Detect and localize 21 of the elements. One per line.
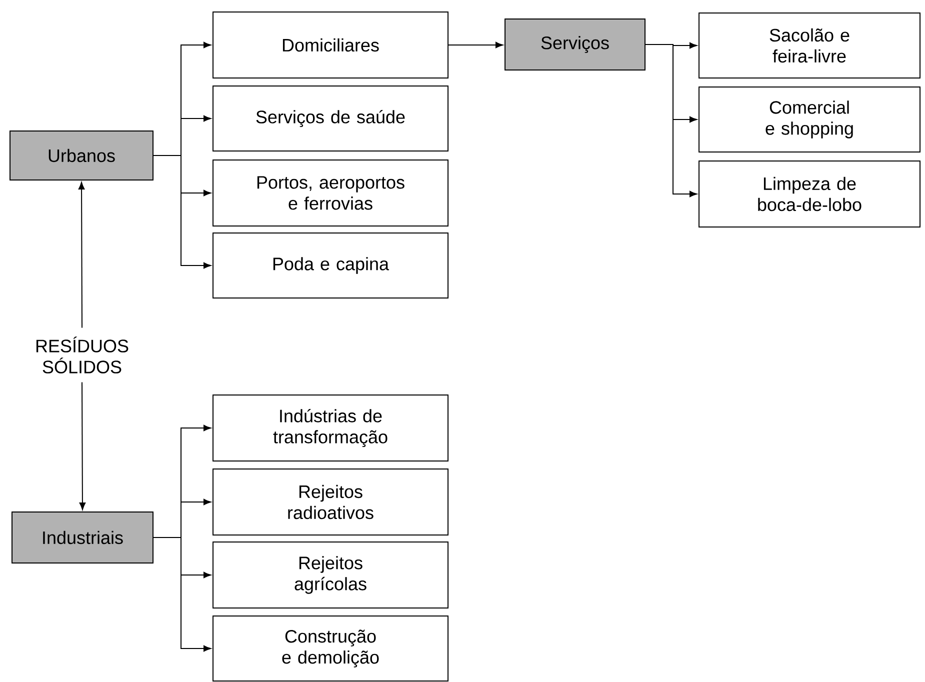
category-box: Indústrias de transformação — [212, 394, 448, 462]
category-box: Poda e capina — [212, 232, 448, 298]
category-box: Serviços de saúde — [212, 86, 448, 152]
arrow — [153, 155, 211, 269]
title-text: RESÍDUOS SÓLIDOS — [36, 336, 128, 374]
category-box: Domiciliares — [212, 12, 448, 78]
category-box: Industriais — [12, 512, 154, 564]
arrow — [448, 42, 504, 48]
category-box: Limpeza de boca-de-lobo — [698, 160, 921, 228]
category-box: Comercial e shopping — [698, 86, 921, 152]
arrow — [153, 537, 211, 652]
arrow — [78, 182, 85, 328]
arrow — [645, 44, 698, 198]
category-box: Rejeitos agrícolas — [212, 542, 448, 608]
category-box: Construção e demolição — [212, 616, 448, 682]
category-box: Portos, aeroportos e ferrovias — [212, 160, 448, 226]
category-box: Rejeitos radioativos — [212, 468, 448, 536]
category-box: Urbanos — [10, 130, 154, 180]
arrow — [79, 382, 86, 510]
category-box: Sacolão e feira-livre — [698, 12, 921, 78]
category-box: Serviços — [504, 18, 646, 70]
